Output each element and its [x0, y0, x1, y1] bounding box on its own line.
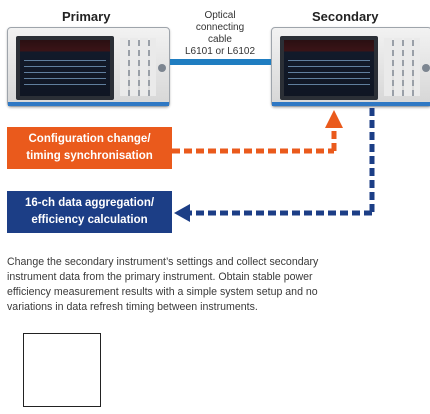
- configuration-line1: Configuration change/: [28, 133, 151, 145]
- optical-cable: [170, 59, 271, 65]
- cable-label-line1: Optical: [204, 10, 236, 21]
- description: Change the secondary instrument’s settin…: [7, 255, 430, 315]
- description-line: variations in data refresh timing betwee…: [7, 301, 258, 313]
- configuration-box: Configuration change/ timing synchronisa…: [7, 127, 172, 169]
- description-line: efficiency measurement results with a si…: [7, 286, 318, 298]
- primary-label: Primary: [62, 9, 111, 24]
- cable-label-line2: connecting: [195, 22, 245, 33]
- aggregation-line1: 16-ch data aggregation/: [24, 197, 155, 209]
- aggregation-box: 16-ch data aggregation/ efficiency calcu…: [7, 191, 172, 233]
- cable-label-line3: cable: [208, 34, 232, 45]
- cable-label: Optical connecting cable L6101 or L6102: [172, 10, 268, 58]
- config-arrow-head: [325, 110, 343, 128]
- description-line: instrument data from the primary instrum…: [7, 271, 313, 283]
- description-line: Change the secondary instrument’s settin…: [7, 256, 319, 268]
- aggregation-arrow-head: [174, 204, 190, 222]
- cable-label-line4: L6101 or L6102: [184, 46, 256, 57]
- primary-instrument: [7, 27, 170, 107]
- configuration-line2: timing synchronisation: [26, 150, 153, 162]
- image-frame: [23, 333, 101, 407]
- secondary-instrument: [271, 27, 430, 107]
- aggregation-line2: efficiency calculation: [31, 214, 148, 226]
- secondary-label: Secondary: [312, 9, 379, 24]
